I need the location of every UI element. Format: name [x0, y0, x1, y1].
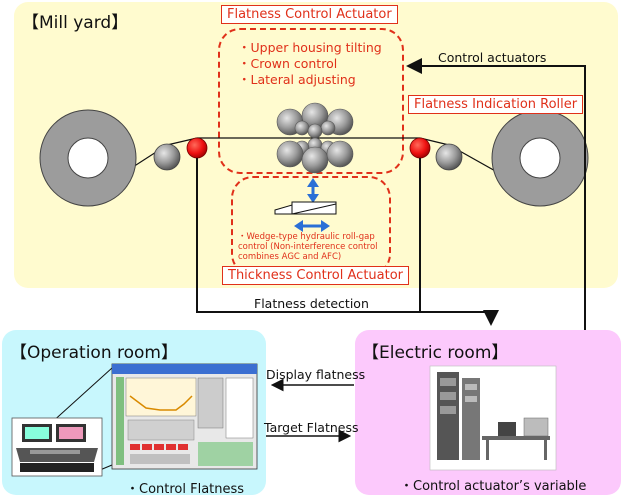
- electric-room-title: 【Electric room】: [362, 343, 509, 363]
- flatness-roller-label: Flatness Indication Roller: [408, 95, 584, 114]
- right-coil: [491, 109, 589, 207]
- control-actuators-arrow: [406, 58, 586, 330]
- thickness-note-line-2: control (Non-interference control: [238, 242, 378, 252]
- flatness-detection-label: Flatness detection: [254, 296, 369, 311]
- left-coil: [39, 109, 137, 207]
- hmi-screen-image: [111, 363, 258, 470]
- flatness-actuator-item-2: ・Crown control: [238, 56, 338, 71]
- control-flatness-caption: ・Control Flatness: [126, 482, 245, 497]
- roll-stand: [276, 102, 354, 174]
- control-actuators-label: Control actuators: [438, 50, 547, 65]
- target-flatness-label: Target Flatness: [264, 420, 359, 435]
- thickness-note-line-1: ・Wedge-type hydraulic roll-gap: [238, 232, 375, 242]
- control-actuator-variable-caption: ・Control actuator’s variable: [400, 479, 587, 494]
- flatness-actuator-box: [218, 28, 404, 174]
- thickness-actuator-note: ・Wedge-type hydraulic roll-gap control (…: [238, 232, 388, 262]
- operation-room-title: 【Operation room】: [10, 343, 178, 363]
- thickness-actuator-title: Thickness Control Actuator: [222, 266, 410, 285]
- flatness-actuator-title: Flatness Control Actuator: [221, 5, 398, 24]
- flatness-actuator-item-3: ・Lateral adjusting: [238, 72, 356, 87]
- flatness-actuator-item-1: ・Upper housing tilting: [238, 40, 382, 55]
- thickness-note-line-3: combines AGC and AFC): [238, 252, 342, 262]
- left-flatness-roller: [186, 137, 208, 159]
- wedge-mechanism: [274, 178, 337, 232]
- right-flatness-roller: [409, 137, 431, 159]
- right-deflector-roll: [435, 143, 463, 171]
- display-flatness-label: Display flatness: [266, 367, 366, 382]
- operation-console-image: [11, 367, 113, 477]
- left-deflector-roll: [153, 143, 181, 171]
- electric-equipment-image: [429, 365, 557, 471]
- mill-yard-title: 【Mill yard】: [22, 13, 129, 33]
- flatness-detection-arrow: [196, 158, 499, 326]
